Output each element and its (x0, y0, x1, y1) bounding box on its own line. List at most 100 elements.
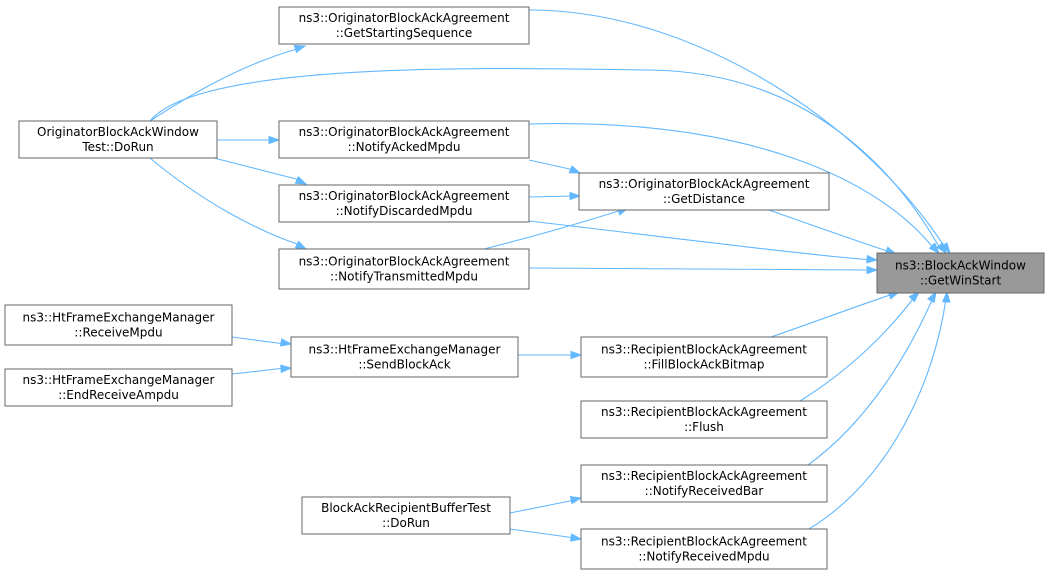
node-label-line: ::NotifyAckedMpdu (348, 140, 461, 154)
edge-fillblockackbitmap-to-target (770, 291, 901, 338)
edge-line (528, 9, 947, 250)
edge-arrowhead (866, 265, 879, 275)
edge-line (528, 123, 936, 251)
node-box (4, 304, 233, 346)
edge-dorun-buffer-to-notifyreceivedbar (509, 495, 583, 514)
node-box (4, 368, 233, 407)
edge-notifyackedmpdu-to-getdistance (528, 159, 582, 174)
edge-arrowhead (941, 290, 951, 303)
edge-arrowhead (936, 242, 947, 255)
edge-line (528, 267, 872, 271)
node-box (580, 528, 828, 570)
edge-notifyreceivedbar-to-target (807, 290, 937, 466)
edge-arrowhead (908, 290, 921, 303)
edge-arrowhead (927, 290, 937, 304)
node-flush[interactable]: ns3::RecipientBlockAckAgreement::Flush (580, 400, 828, 439)
edge-line (231, 367, 286, 375)
node-notifytransmittedmpdu[interactable]: ns3::OriginatorBlockAckAgreement::Notify… (278, 248, 530, 290)
node-target[interactable]: ns3::BlockAckWindow::GetWinStart (876, 252, 1045, 294)
edge-line (149, 157, 301, 246)
node-sendblockack[interactable]: ns3::HtFrameExchangeManager::SendBlockAc… (290, 336, 519, 378)
node-dorun-buffer[interactable]: BlockAckRecipientBufferTest::DoRun (301, 496, 511, 535)
node-label-line: ::FillBlockAckBitmap (643, 358, 764, 372)
node-label-line: ns3::OriginatorBlockAckAgreement (299, 125, 510, 139)
node-label-line: Test::DoRun (81, 140, 153, 154)
node-label-line: ::NotifyReceivedMpdu (638, 550, 769, 564)
node-label-line: ns3::RecipientBlockAckAgreement (601, 343, 807, 357)
edge-dorun-originator-to-target (149, 67, 947, 255)
node-box (580, 336, 828, 378)
node-fillblockackbitmap[interactable]: ns3::RecipientBlockAckAgreement::FillBlo… (580, 336, 828, 378)
node-label-line: ns3::HtFrameExchangeManager (309, 343, 501, 357)
edge-arrowhead (280, 364, 293, 374)
node-endreceiveampdu[interactable]: ns3::HtFrameExchangeManager::EndReceiveA… (4, 368, 233, 407)
edge-arrowhead (568, 165, 582, 174)
nodes-layer: ns3::BlockAckWindow::GetWinStart ns3::Ori… (4, 6, 1045, 570)
node-label-line: ::Flush (684, 420, 724, 434)
edge-line (509, 528, 576, 539)
node-label-line: ::DoRun (382, 516, 430, 530)
edge-getstartingsequence-to-target (528, 9, 951, 255)
edge-arrowhead (268, 135, 281, 145)
edge-line (528, 220, 872, 261)
edge-line (808, 297, 947, 530)
node-label-line: ::GetWinStart (920, 274, 1002, 288)
edge-arrowhead (293, 44, 307, 54)
node-box (278, 120, 530, 159)
node-label-line: ns3::OriginatorBlockAckAgreement (299, 189, 510, 203)
node-label-line: ::NotifyReceivedBar (645, 484, 764, 498)
edge-dorun-originator-to-notifytransmittedmpdu (149, 157, 308, 250)
node-box (580, 400, 828, 439)
node-label-line: ns3::RecipientBlockAckAgreement (601, 405, 807, 419)
edge-notifyreceivedmpdu-to-target (808, 290, 951, 530)
node-getdistance[interactable]: ns3::OriginatorBlockAckAgreement::GetDis… (578, 172, 830, 211)
node-label-line: ns3::OriginatorBlockAckAgreement (299, 255, 510, 269)
edge-line (509, 499, 576, 514)
edge-dorun-buffer-to-notifyreceivedmpdu (509, 528, 583, 542)
edge-line (149, 47, 301, 122)
node-notifydiscardedmpdu[interactable]: ns3::OriginatorBlockAckAgreement::Notify… (278, 184, 530, 223)
node-box (278, 184, 530, 223)
node-box (278, 248, 530, 290)
edge-notifytransmittedmpdu-to-target (528, 265, 879, 275)
edge-endreceiveampdu-to-sendblockack (231, 364, 293, 375)
edge-arrowhead (279, 338, 293, 347)
edge-arrowhead (570, 350, 583, 360)
edge-arrowhead (294, 240, 308, 250)
node-label-line: ns3::RecipientBlockAckAgreement (601, 469, 807, 483)
edge-line (768, 209, 891, 253)
node-label-line: ::EndReceiveAmpdu (58, 388, 179, 402)
edge-line (213, 157, 301, 181)
node-box (278, 6, 530, 45)
edge-sendblockack-to-fillblockackbitmap (518, 350, 583, 360)
edge-arrowhead (866, 254, 879, 264)
edge-arrowhead (569, 533, 583, 542)
node-label-line: BlockAckRecipientBufferTest (321, 501, 491, 515)
edge-line (528, 195, 575, 198)
node-getstartingsequence[interactable]: ns3::OriginatorBlockAckAgreement::GetSta… (278, 6, 530, 45)
node-label-line: OriginatorBlockAckWindow (37, 125, 199, 139)
edge-dorun-originator-to-getstartingsequence (149, 44, 307, 122)
node-box (580, 464, 828, 503)
edge-line (807, 297, 934, 466)
node-label-line: ::NotifyDiscardedMpdu (336, 204, 473, 218)
edge-line (528, 159, 575, 171)
node-notifyreceivedmpdu[interactable]: ns3::RecipientBlockAckAgreement::NotifyR… (580, 528, 828, 570)
node-box (578, 172, 830, 211)
edge-line (149, 67, 942, 251)
edge-line (770, 293, 894, 338)
node-label-line: ns3::HtFrameExchangeManager (23, 311, 215, 325)
node-receivempdu[interactable]: ns3::HtFrameExchangeManager::ReceiveMpdu (4, 304, 233, 346)
node-label-line: ::GetDistance (663, 192, 745, 206)
edge-notifydiscardedmpdu-to-target (528, 220, 879, 264)
edge-flush-to-target (799, 290, 921, 402)
node-box (18, 120, 218, 159)
node-label-line: ns3::OriginatorBlockAckAgreement (299, 11, 510, 25)
node-notifyreceivedbar[interactable]: ns3::RecipientBlockAckAgreement::NotifyR… (580, 464, 828, 503)
node-label-line: ::ReceiveMpdu (74, 326, 162, 340)
node-box (301, 496, 511, 535)
node-label-line: ::NotifyTransmittedMpdu (330, 270, 478, 284)
node-notifyackedmpdu[interactable]: ns3::OriginatorBlockAckAgreement::Notify… (278, 120, 530, 159)
